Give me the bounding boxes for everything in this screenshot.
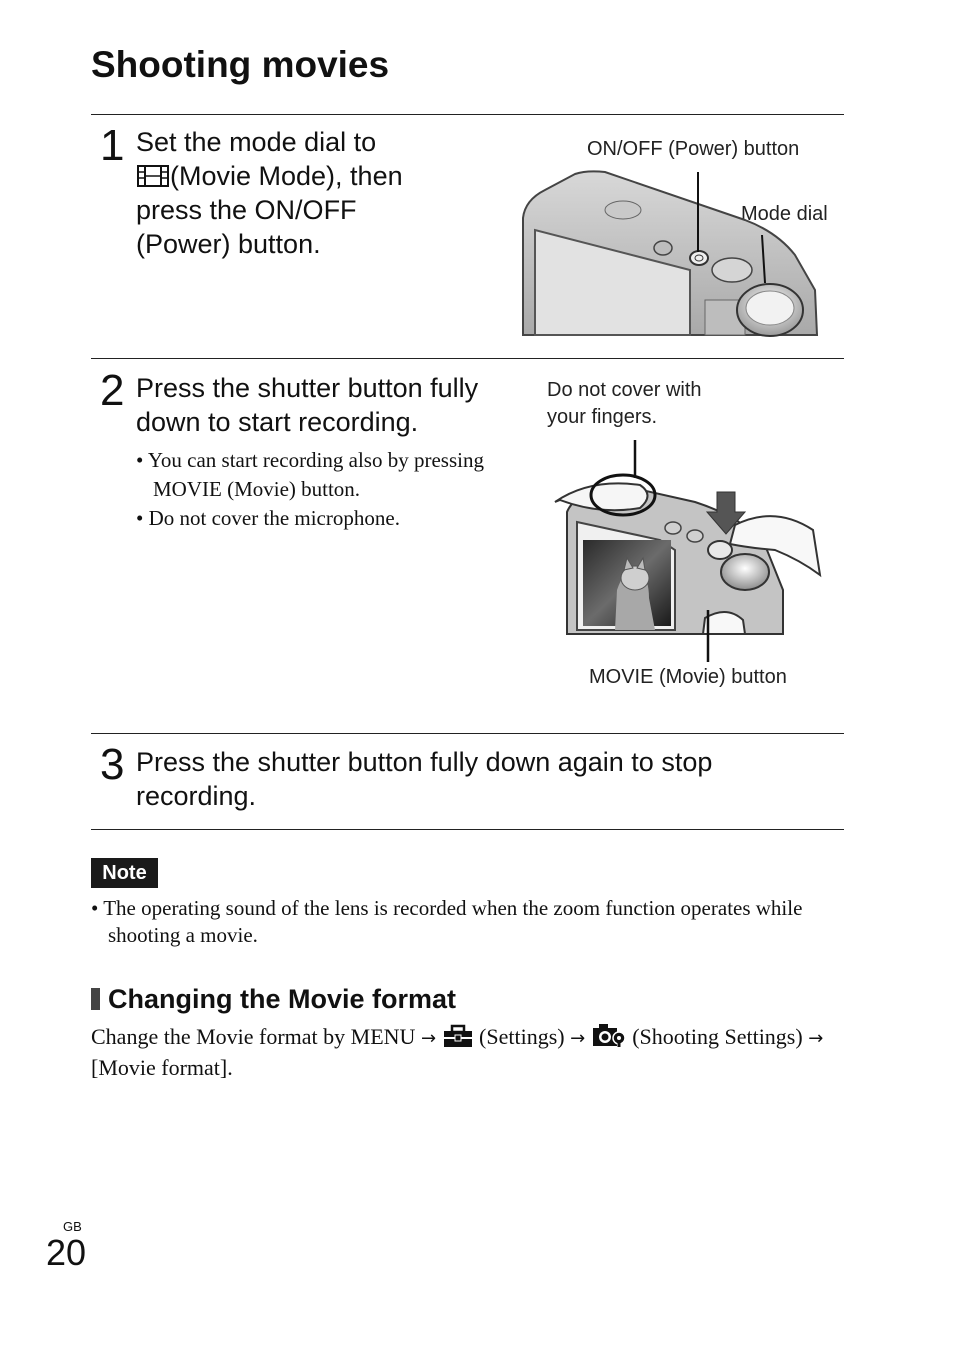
label-power-button: ON/OFF (Power) button (587, 138, 800, 160)
step-1-line-4: (Power) button. (136, 229, 321, 259)
section-heading: Changing the Movie format (91, 984, 456, 1015)
label-mode-dial: Mode dial (741, 203, 828, 225)
step-1-number: 1 (100, 121, 125, 170)
step-2-text: Press the shutter button fully down to s… (136, 371, 526, 439)
step-3-text: Press the shutter button fully down agai… (136, 745, 836, 813)
step-2-bullet-2: • Do not cover the microphone. (136, 506, 400, 530)
page-number: 20 (46, 1232, 87, 1273)
note-text: • The operating sound of the lens is rec… (91, 896, 803, 947)
divider-bottom (91, 829, 844, 830)
label-movie-button: MOVIE (Movie) button (589, 666, 787, 688)
divider-top (91, 114, 844, 115)
label-do-not-cover: Do not cover with your fingers. (547, 379, 702, 428)
divider-step-3 (91, 733, 844, 734)
step-1-line-2: (Movie Mode), then (136, 159, 496, 193)
section-marker (91, 988, 100, 1010)
page-title: Shooting movies (91, 44, 390, 85)
note-badge: Note (91, 858, 158, 888)
step-2-bullet-1: • You can start recording also by pressi… (136, 448, 484, 501)
arrow-icon: → (420, 1028, 437, 1049)
step-2-line-2: down to start recording. (136, 407, 419, 437)
section-body: Change the Movie format by MENU → (Setti… (91, 1024, 824, 1080)
step-1-text: Set the mode dial to (Movie Mode), then … (136, 125, 496, 261)
step-2-bullets: • You can start recording also by pressi… (136, 446, 486, 533)
page-region-label: GB (63, 1219, 82, 1234)
step-3-line-2: recording. (136, 781, 257, 811)
divider-step-2 (91, 358, 844, 359)
step-2-number: 2 (100, 366, 125, 415)
arrow-icon: → (808, 1028, 824, 1049)
step-3-number: 3 (100, 740, 125, 789)
settings-toolbox-icon (443, 1024, 472, 1047)
arrow-icon: → (570, 1028, 586, 1049)
step-3-line-1: Press the shutter button fully down agai… (136, 747, 713, 777)
step-1-line-1: Set the mode dial to (136, 127, 377, 157)
shooting-settings-camera-icon (592, 1024, 626, 1047)
camera-shooting-illustration (554, 440, 822, 662)
step-2-line-1: Press the shutter button fully (136, 373, 479, 403)
movie-mode-icon (137, 165, 169, 187)
step-1-line-3: press the ON/OFF (136, 195, 357, 225)
camera-top-illustration (522, 170, 819, 337)
